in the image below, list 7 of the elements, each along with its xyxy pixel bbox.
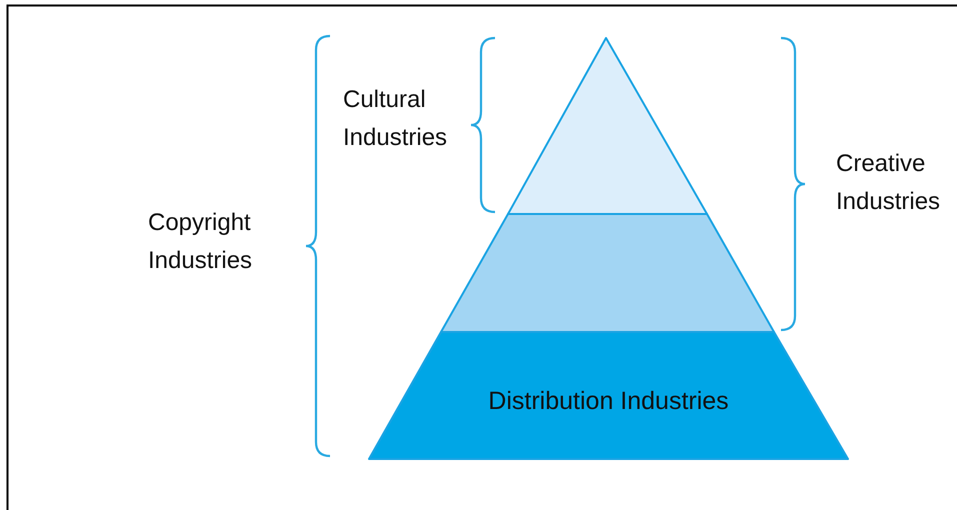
group-label: Copyright Industries bbox=[148, 208, 254, 276]
group-label: Cultural Industries bbox=[343, 85, 448, 153]
band-label: Distribution Industries bbox=[487, 387, 730, 416]
top-band bbox=[508, 38, 707, 214]
group-label: Creative Industries bbox=[836, 149, 942, 217]
bottom-band bbox=[369, 332, 848, 459]
middle-band bbox=[441, 214, 774, 332]
